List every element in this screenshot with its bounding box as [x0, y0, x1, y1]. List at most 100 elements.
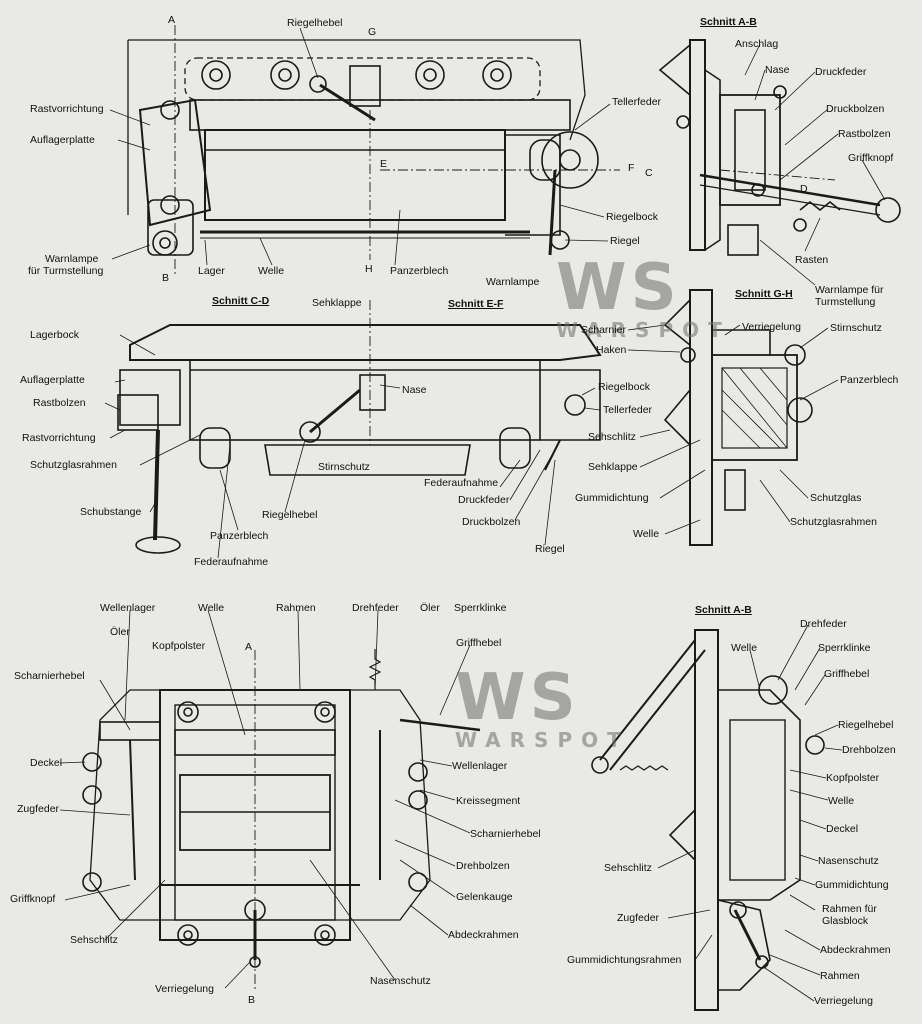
label-deckel-br: Deckel — [826, 823, 859, 835]
label-nasenschutz-bl: Nasenschutz — [370, 975, 431, 987]
label-anschlag: Anschlag — [735, 38, 779, 50]
marker-f: F — [628, 162, 635, 174]
label-auflagerplatte-mid: Auflagerplatte — [20, 374, 85, 386]
section-ab-top — [658, 39, 901, 256]
label-drehbolzen-bl: Drehbolzen — [456, 860, 510, 872]
label-riegelbock-top: Riegelbock — [606, 211, 658, 223]
label-sehklappe-gh: Sehklappe — [588, 461, 638, 473]
section-cd-ef — [117, 300, 602, 554]
leader-lines — [59, 27, 886, 1002]
label-welle-bl: Welle — [198, 602, 225, 614]
label-panzerblech-mid: Panzerblech — [210, 530, 269, 542]
label-drehbolzen-br: Drehbolzen — [842, 744, 896, 756]
top-assembly — [127, 25, 620, 275]
label-warnlampe-ab-2: Turmstellung — [815, 296, 876, 308]
label-wellenlager-bl2: Wellenlager — [452, 760, 508, 772]
label-warnlampe-turm-2: für Turmstellung — [28, 265, 104, 277]
label-abdeckrahmen-br: Abdeckrahmen — [820, 944, 891, 956]
marker-b-bottom: B — [248, 994, 256, 1006]
section-gh — [663, 289, 813, 546]
label-riegelhebel-mid: Riegelhebel — [262, 509, 318, 521]
label-tellerfeder-ef: Tellerfeder — [603, 404, 653, 416]
bottom-assembly — [82, 649, 481, 990]
label-rahmen-glas-1: Rahmen für — [822, 903, 877, 915]
label-auflagerplatte-top: Auflagerplatte — [30, 134, 95, 146]
label-schutzglas-gh: Schutzglas — [810, 492, 862, 504]
label-schubstange: Schubstange — [80, 506, 142, 518]
label-rahmen-glas-2: Glasblock — [822, 915, 869, 927]
label-sehschlitz-gh: Sehschlitz — [588, 431, 636, 443]
label-rahmen-br: Rahmen — [820, 970, 860, 982]
label-riegel-ef: Riegel — [535, 543, 565, 555]
label-zugfeder-bl: Zugfeder — [17, 803, 60, 815]
marker-d: D — [800, 183, 808, 195]
label-druckfeder-ab: Druckfeder — [815, 66, 867, 78]
label-riegelbock-ef: Riegelbock — [598, 381, 650, 393]
label-rastbolzen-mid: Rastbolzen — [33, 397, 86, 409]
label-wellenlager-bl: Wellenlager — [100, 602, 156, 614]
label-verriegelung-bl: Verriegelung — [155, 983, 214, 995]
label-stirnschutz-gh: Stirnschutz — [830, 322, 882, 334]
label-nase-mid: Nase — [402, 384, 427, 396]
label-scharnier-gh: Scharnier — [581, 324, 626, 336]
label-riegelhebel-top: Riegelhebel — [287, 17, 343, 29]
label-nase-ab: Nase — [765, 64, 790, 76]
label-griffhebel-bl: Griffhebel — [456, 637, 502, 649]
label-oler-bl2: Öler — [420, 602, 440, 614]
label-sperrklinke-bl: Sperrklinke — [454, 602, 507, 614]
label-panzerblech-top: Panzerblech — [390, 265, 449, 277]
label-welle-br: Welle — [731, 642, 758, 654]
label-rahmen-bl: Rahmen — [276, 602, 316, 614]
label-nasenschutz-br: Nasenschutz — [818, 855, 879, 867]
label-gummidichtung-gh: Gummidichtung — [575, 492, 649, 504]
label-warnlampe-turm-1: Warnlampe — [45, 253, 99, 265]
label-stirnschutz-mid: Stirnschutz — [318, 461, 370, 473]
label-verriegelung-gh: Verriegelung — [742, 321, 801, 333]
label-warnlampe-ab-1: Warnlampe für — [815, 284, 884, 296]
label-griffknopf-bl: Griffknopf — [10, 893, 56, 905]
label-druckfeder-ef: Druckfeder — [458, 494, 510, 506]
label-scharnierhebel-bl2: Scharnierhebel — [470, 828, 541, 840]
label-panzerblech-gh: Panzerblech — [840, 374, 899, 386]
marker-g: G — [368, 26, 377, 38]
marker-a-bottom: A — [245, 641, 253, 653]
watermark-bottom: WS WARSPOT — [455, 661, 630, 752]
watermark-top: WS WARSPOT — [556, 251, 731, 342]
label-rasten: Rasten — [795, 254, 829, 266]
label-warnlampe-top: Warnlampe — [486, 276, 540, 288]
label-kreissegment-bl: Kreissegment — [456, 795, 521, 807]
label-sehschlitz-bl: Sehschlitz — [70, 934, 118, 946]
label-griffknopf-ab: Griffknopf — [848, 152, 894, 164]
section-title-ab-top: Schnitt A-B — [700, 16, 757, 28]
marker-b-top: B — [162, 272, 170, 284]
label-drehfeder-bl: Drehfeder — [352, 602, 399, 614]
marker-e: E — [380, 158, 388, 170]
marker-c: C — [645, 167, 653, 179]
label-welle-gh: Welle — [633, 528, 660, 540]
label-griffhebel-br: Griffhebel — [824, 668, 870, 680]
section-title-ef: Schnitt E-F — [448, 298, 504, 310]
label-schutzglasrahmen-gh: Schutzglasrahmen — [790, 516, 877, 528]
label-gelenkauge-bl: Gelenkauge — [456, 891, 513, 903]
label-lager: Lager — [198, 265, 225, 277]
label-lagerbock: Lagerbock — [30, 329, 80, 341]
label-oler-bl1: Öler — [110, 626, 130, 638]
label-zugfeder-br: Zugfeder — [617, 912, 660, 924]
label-kopfpolster-bl: Kopfpolster — [152, 640, 206, 652]
label-drehfeder-br: Drehfeder — [800, 618, 847, 630]
label-rastvorrichtung-mid: Rastvorrichtung — [22, 432, 96, 444]
label-rastbolzen-ab: Rastbolzen — [838, 128, 891, 140]
label-kopfpolster-br: Kopfpolster — [826, 772, 880, 784]
label-gummidichtungsrahmen: Gummidichtungsrahmen — [567, 954, 682, 966]
label-welle-top: Welle — [258, 265, 285, 277]
section-ab-bottom — [591, 629, 825, 1011]
marker-a-top: A — [168, 14, 176, 26]
label-federaufnahme-mid: Federaufnahme — [194, 556, 269, 568]
label-riegelhebel-br: Riegelhebel — [838, 719, 894, 731]
label-druckbolzen-ab: Druckbolzen — [826, 103, 885, 115]
label-gummidichtung-br: Gummidichtung — [815, 879, 889, 891]
label-schutzglasrahmen-mid: Schutzglasrahmen — [30, 459, 117, 471]
label-welle-br2: Welle — [828, 795, 855, 807]
